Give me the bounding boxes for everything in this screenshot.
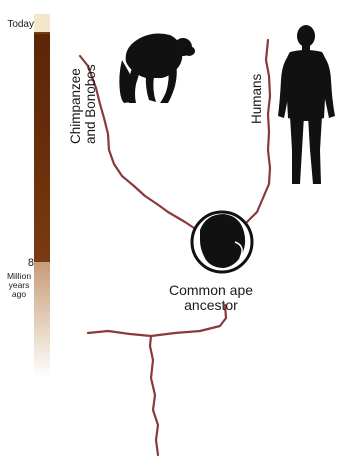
chimpanzee-label-line1: Chimpanzee (69, 64, 84, 144)
common-ancestor-label: Common ape ancestor (162, 283, 260, 314)
chimpanzee-label: Chimpanzee and Bonobos (69, 64, 99, 144)
common-ancestor-label-line2: ancestor (162, 298, 260, 313)
humans-label: Humans (250, 74, 264, 124)
common-ancestor-label-line1: Common ape (162, 283, 260, 298)
chimpanzee-label-line2: and Bonobos (84, 64, 99, 144)
